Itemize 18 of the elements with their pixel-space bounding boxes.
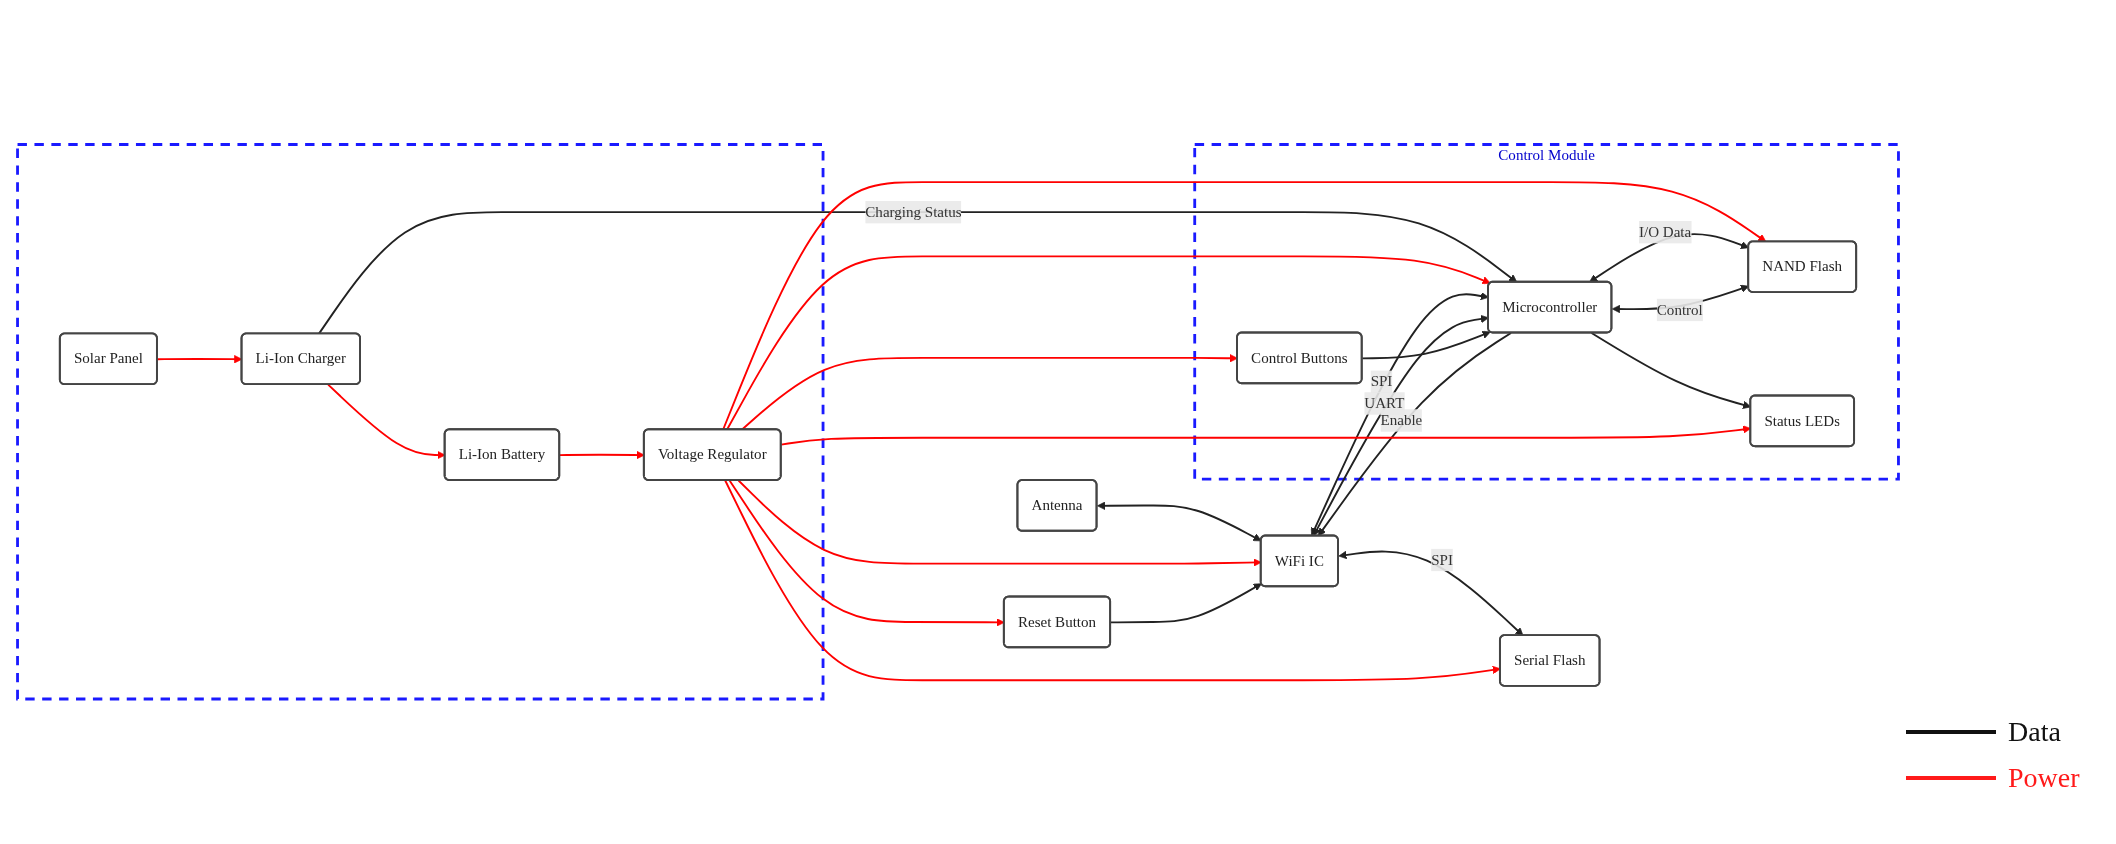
edge-label: SPI bbox=[1431, 551, 1453, 568]
edge-label: Control bbox=[1656, 301, 1703, 318]
edge-label: SPI bbox=[1370, 373, 1393, 390]
cluster bbox=[16, 143, 825, 701]
arrow bbox=[1338, 550, 1524, 637]
arrow bbox=[737, 479, 1262, 567]
arrow bbox=[1317, 332, 1512, 537]
edge-label: Charging Status bbox=[865, 203, 962, 220]
arrow bbox=[1097, 501, 1262, 542]
arrow bbox=[722, 181, 1767, 431]
arrow bbox=[726, 255, 1491, 431]
edge-label: UART bbox=[1364, 395, 1405, 412]
edge-label: I/O Data bbox=[1639, 223, 1692, 240]
arrow bbox=[740, 354, 1238, 431]
legend-label: Power bbox=[2008, 762, 2080, 794]
legend-label: Data bbox=[2008, 716, 2061, 748]
arrow bbox=[1361, 331, 1491, 360]
edge-label: Enable bbox=[1380, 412, 1423, 429]
